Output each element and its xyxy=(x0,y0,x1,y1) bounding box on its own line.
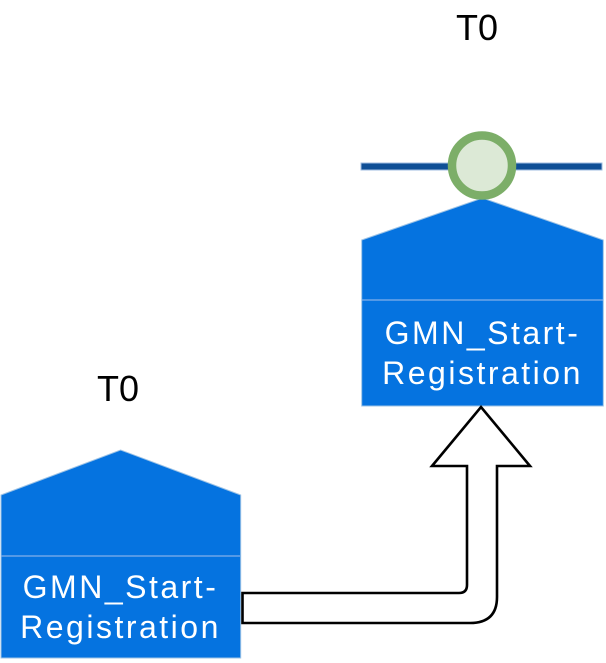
event-node-source-label[interactable]: GMN_Start- Registration xyxy=(0,556,241,658)
timeline-event-marker-icon[interactable] xyxy=(447,131,517,200)
node-label-line: GMN_Start- xyxy=(384,315,581,351)
event-node-target-label[interactable]: GMN_Start- Registration xyxy=(362,300,603,406)
time-label-source: T0 xyxy=(96,368,139,409)
node-label-line: Registration xyxy=(382,355,583,391)
connector-arrow[interactable] xyxy=(241,404,533,625)
node-label-line: Registration xyxy=(20,609,221,645)
event-node-source-shape[interactable] xyxy=(0,449,242,659)
node-label-line: GMN_Start- xyxy=(22,569,219,605)
event-node-target-shape[interactable] xyxy=(361,197,604,407)
time-label-target: T0 xyxy=(455,7,498,48)
